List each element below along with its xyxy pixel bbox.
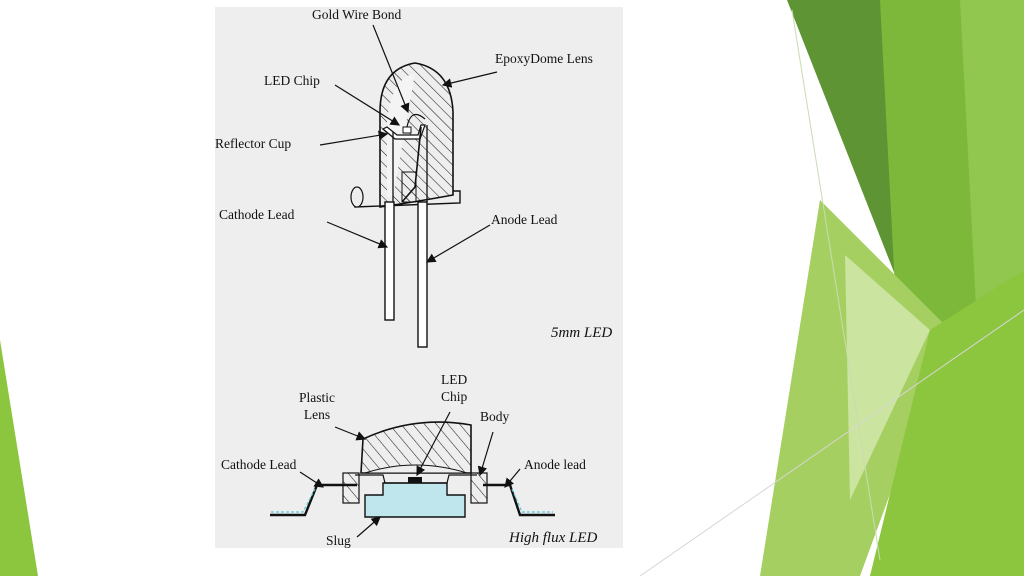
label-slug: Slug (326, 533, 351, 548)
plastic-lens-dome (360, 421, 472, 474)
arrow-hf-anode-lead (504, 468, 521, 488)
label-gold-wire-bond: Gold Wire Bond (312, 7, 402, 22)
caption-high-flux-led: High flux LED (509, 530, 598, 546)
arrow-cathode-lead (326, 221, 389, 249)
gold-wire (406, 113, 426, 128)
thin-line-1 (791, 9, 881, 561)
cathode-lead-bent-cyan (271, 488, 316, 513)
body-left (342, 472, 360, 504)
arrow-led-chip (334, 84, 401, 126)
cathode-lead-wire (401, 126, 422, 203)
label-body: Body (480, 409, 510, 424)
highflux-chip (408, 477, 422, 483)
arrow-slug (356, 516, 381, 538)
arrow-plastic-lens (334, 426, 367, 441)
thin-line-2 (639, 309, 1024, 576)
right-ribbon-bright (870, 270, 1024, 576)
anode-lead-pin (417, 201, 428, 348)
arrow-hf-cathode-lead (299, 471, 325, 488)
right-ribbon-highlight (845, 255, 930, 500)
arrow-hf-led-chip (416, 411, 451, 477)
label-hf-cathode-lead: Cathode Lead (221, 457, 297, 472)
anode-lead-bent-cyan (511, 488, 553, 513)
base-flange-left (350, 186, 364, 208)
cathode-lead-bent (270, 483, 357, 517)
arrow-gold-wire-bond (372, 24, 410, 114)
body-right (470, 472, 488, 504)
anode-lead-bent (483, 483, 555, 517)
reflector-cup-post (401, 171, 417, 203)
left-green-sliver (0, 340, 38, 576)
label-led-chip: LED Chip (264, 73, 320, 88)
arrow-anode-lead (425, 224, 491, 263)
led-chip-shape (402, 126, 412, 134)
caption-5mm-led: 5mm LED (551, 325, 613, 341)
label-hf-led-chip: LED Chip (441, 372, 468, 404)
label-plastic-lens: Plastic Lens (299, 390, 335, 422)
cathode-lead-pin (384, 201, 395, 321)
label-anode-lead: Anode Lead (491, 212, 558, 227)
label-epoxy-dome-lens: EpoxyDome Lens (495, 51, 593, 66)
label-hf-anode-lead: Anode lead (524, 457, 586, 472)
led-diagram-figure: Gold Wire Bond EpoxyDome Lens LED Chip R… (215, 7, 623, 548)
label-cathode-lead: Cathode Lead (219, 207, 295, 222)
arrow-reflector-cup (319, 130, 389, 146)
slug-heatsink (364, 482, 466, 518)
arrow-epoxy-dome-lens (441, 71, 498, 88)
lens-inner-cavity (364, 464, 468, 474)
led-diagram-drawing (270, 24, 555, 538)
led-highflux-drawing (270, 411, 555, 538)
arrow-body (477, 431, 494, 477)
label-reflector-cup: Reflector Cup (215, 136, 292, 151)
led-5mm-drawing (319, 24, 498, 348)
